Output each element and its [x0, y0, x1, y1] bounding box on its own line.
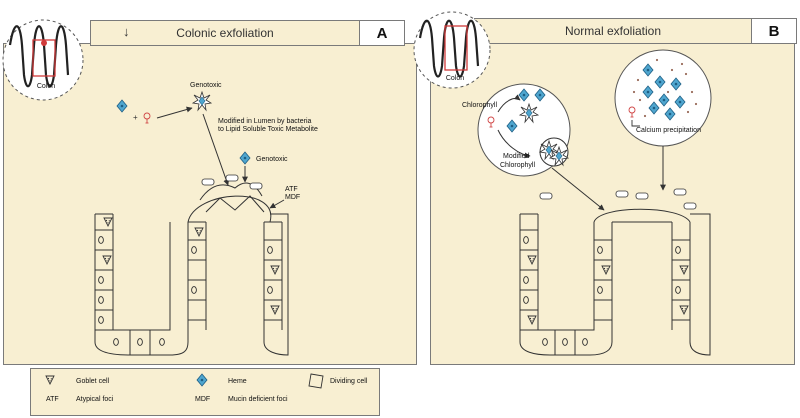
legend-dividing: Dividing cell	[330, 378, 368, 385]
panel-b-crypt	[519, 208, 711, 356]
legend-atf-abbr: ATF	[46, 396, 59, 403]
goblet-cell-icon	[45, 375, 55, 385]
panel-b-colon-inset: Colon	[413, 11, 491, 89]
panel-b-modified-line1: Modified	[503, 153, 530, 160]
panel-b-calcium: Calcium precipitation	[636, 127, 701, 134]
panel-a-genotoxic-icon	[192, 91, 212, 111]
panel-a-inset-label: Colon	[37, 83, 55, 90]
panel-b-letter: B	[751, 18, 797, 44]
heme-icon	[196, 373, 208, 387]
panel-b-chlorophyll: Chlorophyll	[462, 102, 497, 109]
dividing-cell-icon	[308, 373, 324, 389]
panel-a-plus: +	[133, 113, 138, 122]
panel-a-title: Colonic exfoliation	[176, 26, 274, 40]
panel-b-modified-line2: Chlorophyll	[500, 162, 535, 169]
panel-a-modified-line1: Modified in Lumen by bacteria	[218, 118, 311, 125]
panel-a-colon-inset: Colon	[2, 19, 84, 101]
panel-a-modified-line2: to Lipid Soluble Toxic Metabolite	[218, 126, 318, 133]
panel-a-letter: A	[359, 20, 405, 46]
panel-a-heme-bulb: +	[116, 99, 151, 124]
panel-b-chlorophyll-circle: Chlorophyll Modified Chlorophyll	[462, 83, 571, 177]
panel-a-mdf: MDF	[285, 194, 300, 201]
panel-a-heme-icon	[239, 151, 251, 165]
legend-mdf: Mucin deficient foci	[228, 396, 288, 403]
panel-a-atf: ATF	[285, 186, 298, 193]
panel-a-header: ↓ Colonic exfoliation	[90, 20, 360, 46]
panel-a	[3, 43, 417, 365]
panel-a-genotoxic-mid: Genotoxic	[256, 156, 288, 163]
legend-atf: Atypical foci	[76, 396, 114, 403]
panel-b-inset-label: Colon	[446, 75, 464, 82]
legend-heme: Heme	[228, 378, 247, 385]
panel-b-title: Normal exfoliation	[564, 24, 662, 38]
panel-b-calcium-circle: Calcium precipitation	[614, 49, 712, 147]
panel-b-header: Normal exfoliation	[474, 18, 752, 44]
legend-mdf-abbr: MDF	[195, 396, 210, 403]
panel-a-arrow-icon: ↓	[123, 24, 130, 39]
panel-a-genotoxic-top: Genotoxic	[190, 82, 222, 89]
legend-goblet: Goblet cell	[76, 378, 110, 385]
legend: Goblet cell ATF Atypical foci Heme MDF M…	[45, 373, 368, 403]
panel-a-crypt	[94, 182, 289, 356]
